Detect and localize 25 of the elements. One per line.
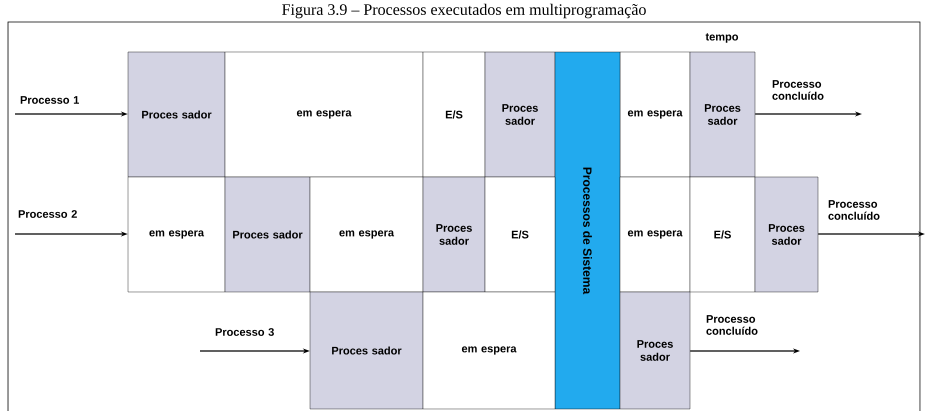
processor-cell: Proces sador [422,176,486,292]
edge-label: Processo concluído [706,315,758,335]
title: Figura 3.9 – Processos executados em multiprogramação [282,4,646,18]
state-cell: em espera [128,176,226,292]
processor-cell: Proces sador [620,292,690,410]
processor-cell: Proces sador [484,52,556,178]
edge-label: Processo 3 [216,328,274,336]
edge-label: Processo concluído [772,80,824,100]
axis-label: tempo [706,33,738,43]
state-cell: em espera [310,176,424,292]
processor-cell: Proces sador [128,52,226,178]
state-cell: em espera [620,176,690,292]
edge-label: Processo 2 [18,210,77,218]
system-process-column: Processos de Sistema [554,52,620,410]
processor-cell: Proces sador [754,176,818,292]
processor-cell: Proces sador [690,52,756,178]
edge-label: Processo concluído [828,200,880,220]
state-cell: E/S [690,176,756,292]
state-cell: E/S [422,52,486,178]
state-cell: em espera [620,52,690,178]
processor-cell: Proces sador [224,176,310,292]
state-cell: E/S [484,176,556,292]
state-cell: em espera [422,292,556,410]
processor-cell: Proces sador [310,292,424,410]
edge-label: Processo 1 [20,96,79,104]
